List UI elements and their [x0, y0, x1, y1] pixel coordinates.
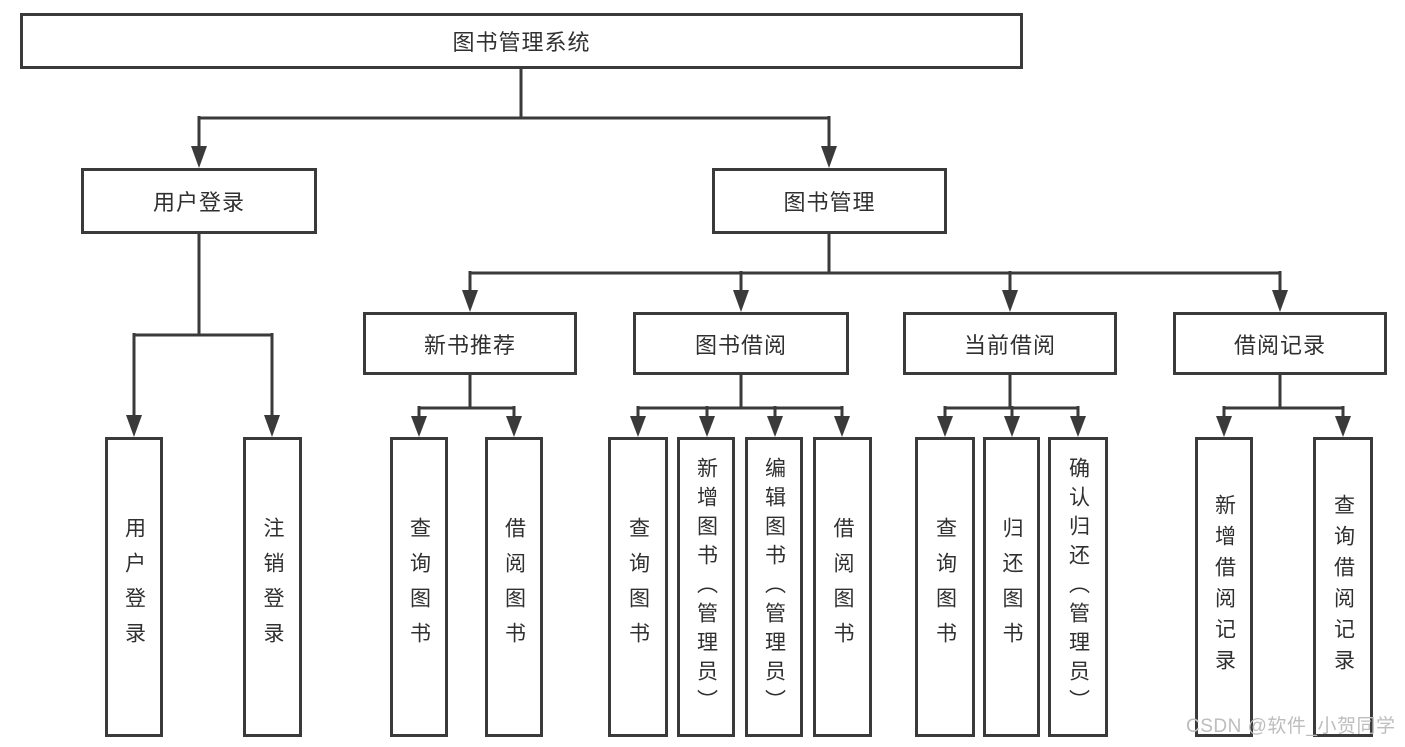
node-book-borrow-label: 图书借阅: [694, 332, 787, 358]
leaf-user-login-label: 用户登录: [122, 517, 146, 657]
node-new-book-recommend-label: 新书推荐: [423, 332, 516, 358]
csdn-watermark: CSDN @软件_小贺同学: [1186, 716, 1396, 737]
leaf-user-login: 用户登录: [105, 437, 163, 737]
leaf-br-add-record-label: 新增借阅记录: [1212, 494, 1236, 680]
node-user-login: 用户登录: [81, 168, 317, 234]
leaf-nb-borrow-books-label: 借阅图书: [502, 517, 526, 657]
leaf-logout: 注销登录: [243, 437, 302, 737]
leaf-bb-query-books-label: 查询图书: [626, 517, 650, 657]
leaf-br-query-record: 查询借阅记录: [1313, 437, 1373, 737]
node-current-borrow: 当前借阅: [903, 312, 1117, 375]
node-user-login-label: 用户登录: [152, 190, 245, 215]
leaf-br-add-record: 新增借阅记录: [1195, 437, 1253, 737]
leaf-cb-return-books: 归还图书: [983, 437, 1040, 737]
node-current-borrow-label: 当前借阅: [963, 332, 1056, 358]
leaf-cb-confirm-return-label: 确认归还（管理员）: [1066, 456, 1090, 718]
leaf-bb-edit-books-label: 编辑图书（管理员）: [762, 456, 786, 718]
node-root: 图书管理系统: [20, 13, 1023, 69]
leaf-cb-query-books: 查询图书: [915, 437, 975, 737]
leaf-bb-add-books-label: 新增图书（管理员）: [694, 456, 718, 718]
leaf-bb-query-books: 查询图书: [608, 437, 668, 737]
leaf-cb-query-books-label: 查询图书: [933, 517, 957, 657]
node-borrow-records-label: 借阅记录: [1233, 332, 1326, 358]
leaf-br-query-record-label: 查询借阅记录: [1331, 494, 1355, 680]
leaf-cb-confirm-return: 确认归还（管理员）: [1048, 437, 1108, 737]
leaf-logout-label: 注销登录: [261, 517, 284, 657]
node-new-book-recommend: 新书推荐: [363, 312, 577, 375]
node-book-management-label: 图书管理: [783, 190, 876, 215]
leaf-bb-add-books: 新增图书（管理员）: [677, 437, 735, 737]
leaf-bb-borrow-books-label: 借阅图书: [831, 517, 854, 657]
leaf-cb-return-books-label: 归还图书: [1000, 517, 1023, 657]
node-book-borrow: 图书借阅: [633, 312, 849, 375]
leaf-nb-query-books-label: 查询图书: [407, 517, 431, 657]
node-book-management: 图书管理: [712, 168, 947, 234]
leaf-bb-edit-books: 编辑图书（管理员）: [745, 437, 803, 737]
node-borrow-records: 借阅记录: [1173, 312, 1387, 375]
leaf-nb-query-books: 查询图书: [390, 437, 448, 737]
leaf-nb-borrow-books: 借阅图书: [485, 437, 543, 737]
node-root-label: 图书管理系统: [452, 30, 591, 55]
leaf-bb-borrow-books: 借阅图书: [813, 437, 872, 737]
